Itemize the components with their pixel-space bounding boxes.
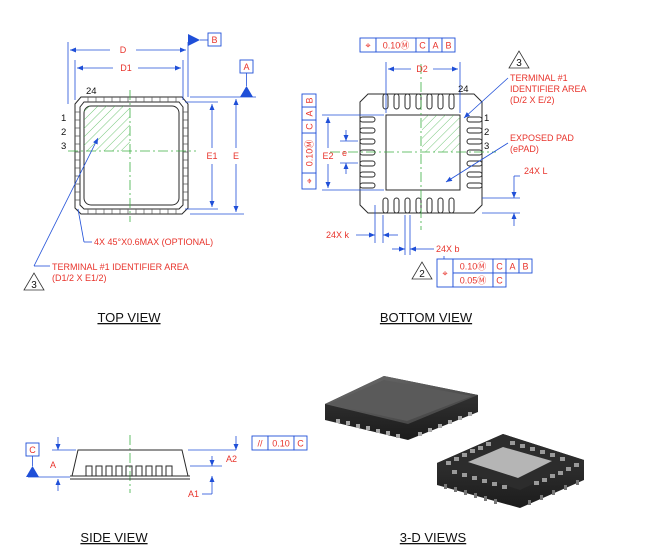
bottom-leads-top (382, 93, 455, 110)
bottom-pin-2: 2 (484, 127, 489, 138)
fcf-left-B: B (305, 97, 315, 103)
top-view-title: TOP VIEW (97, 310, 161, 325)
bottom-terminal-note-line2: IDENTIFIER AREA (510, 84, 587, 94)
chamfer-leader (77, 208, 85, 243)
label-D1: D1 (120, 63, 132, 73)
fcf-top-A: A (432, 41, 438, 51)
top-terminal-note-line2: (D1/2 X E1/2) (52, 273, 107, 283)
note-3-triangle-bottom (508, 50, 530, 69)
side-leads (85, 465, 173, 477)
datum-C-flag (26, 466, 39, 477)
fcf-top: ⌖ 0.10Ⓜ C A B (359, 37, 456, 53)
fcf-parallel-tol: 0.10 (272, 439, 290, 449)
top-body-outline (74, 96, 189, 215)
bottom-view-title: BOTTOM VIEW (380, 310, 473, 325)
label-C: C (29, 445, 36, 455)
exposed-pad-leader (445, 142, 509, 183)
datum-B-flag (188, 34, 200, 46)
fcf-b-tol1: 0.10Ⓜ (460, 262, 487, 272)
fcf-b: ⌖ 0.10Ⓜ C A B 0.05Ⓜ C (436, 258, 533, 288)
bottom-note-2: 2 (419, 269, 425, 280)
label-D: D (120, 45, 127, 55)
fcf-top-symbol: ⌖ (365, 41, 370, 51)
bottom-terminal-hatch (422, 115, 460, 152)
note-2-triangle (411, 261, 433, 280)
terminal-leader-bottom (463, 77, 509, 119)
fcf-b-tol2: 0.05Ⓜ (460, 276, 487, 286)
label-e: e (342, 148, 347, 158)
label-E2: E2 (322, 151, 333, 161)
label-A-side: A (50, 460, 56, 470)
fcf-b-B1: B (522, 262, 528, 272)
bottom-note-3: 3 (516, 58, 522, 69)
bottom-pin-24: 24 (458, 84, 469, 95)
bottom-leads-bottom (382, 197, 455, 214)
fcf-top-C: C (419, 41, 426, 51)
chip-3d-exposed-pad (468, 447, 552, 478)
top-pin-3: 3 (61, 141, 66, 152)
fcf-parallel: // 0.10 C (251, 435, 308, 451)
label-24xk: 24X k (326, 230, 350, 240)
three-d-title: 3-D VIEWS (400, 530, 467, 545)
top-pin-24: 24 (86, 86, 97, 97)
label-24xb: 24X b (436, 244, 460, 254)
fcf-parallel-C: C (297, 439, 304, 449)
fcf-b-C1: C (496, 262, 503, 272)
fcf-left: ⌖ 0.10Ⓜ C A B (301, 93, 317, 190)
exposed-pad-line2: (ePAD) (510, 144, 539, 154)
fcf-b-C2: C (496, 276, 503, 286)
label-B: B (211, 35, 217, 45)
bottom-leads-left (359, 116, 376, 189)
label-A: A (243, 62, 249, 72)
bottom-leads-right (466, 116, 483, 189)
fcf-top-tol: 0.10Ⓜ (383, 41, 410, 51)
datum-A-flag (240, 86, 253, 97)
label-24xL: 24X L (524, 166, 548, 176)
top-pin-1: 1 (61, 113, 66, 124)
label-A2: A2 (226, 454, 237, 464)
chip-3d-top (325, 376, 478, 440)
top-inner-outline (83, 105, 180, 206)
label-E1: E1 (206, 151, 217, 161)
bottom-pin-1: 1 (484, 113, 489, 124)
top-view: D D1 B A E1 E 24 1 2 3 (23, 32, 256, 325)
label-A1: A1 (188, 489, 199, 499)
top-lead-ticks (75, 97, 188, 214)
datum-B-box (207, 32, 222, 47)
top-note-3: 3 (31, 280, 37, 291)
label-E: E (233, 151, 239, 161)
side-view: C A // 0.10 C A2 A1 SIDE VIEW (25, 435, 308, 545)
terminal-1-hatch (84, 106, 130, 151)
top-pin-2: 2 (61, 127, 66, 138)
fcf-left-symbol: ⌖ (305, 178, 315, 183)
note-3-triangle-top (23, 272, 45, 291)
bottom-terminal-note-line1: TERMINAL #1 (510, 73, 568, 83)
chamfer-note: 4X 45°X0.6MAX (OPTIONAL) (94, 237, 213, 247)
fcf-b-A1: A (509, 262, 515, 272)
bottom-view: D2 ⌖ 0.10Ⓜ C A B ⌖ 0.10Ⓜ C A B (301, 37, 587, 325)
fcf-top-B: B (445, 41, 451, 51)
fcf-left-C: C (305, 123, 315, 130)
three-d-views: 3-D VIEWS (325, 376, 584, 545)
label-D2: D2 (416, 64, 428, 74)
fcf-left-tol: 0.10Ⓜ (305, 140, 315, 167)
bottom-terminal-note-line3: (D/2 X E/2) (510, 95, 555, 105)
fcf-parallel-symbol: // (257, 439, 263, 449)
chip-3d-bottom (437, 434, 584, 508)
side-view-title: SIDE VIEW (80, 530, 148, 545)
terminal-leader-top (33, 137, 99, 267)
exposed-pad-line1: EXPOSED PAD (510, 133, 574, 143)
top-terminal-note-line1: TERMINAL #1 IDENTIFIER AREA (52, 262, 189, 272)
fcf-b-symbol: ⌖ (442, 269, 447, 279)
fcf-left-A: A (305, 110, 315, 116)
top-lead-outline (79, 101, 184, 210)
bottom-pin-3: 3 (484, 141, 489, 152)
bottom-body-outline (359, 93, 483, 214)
